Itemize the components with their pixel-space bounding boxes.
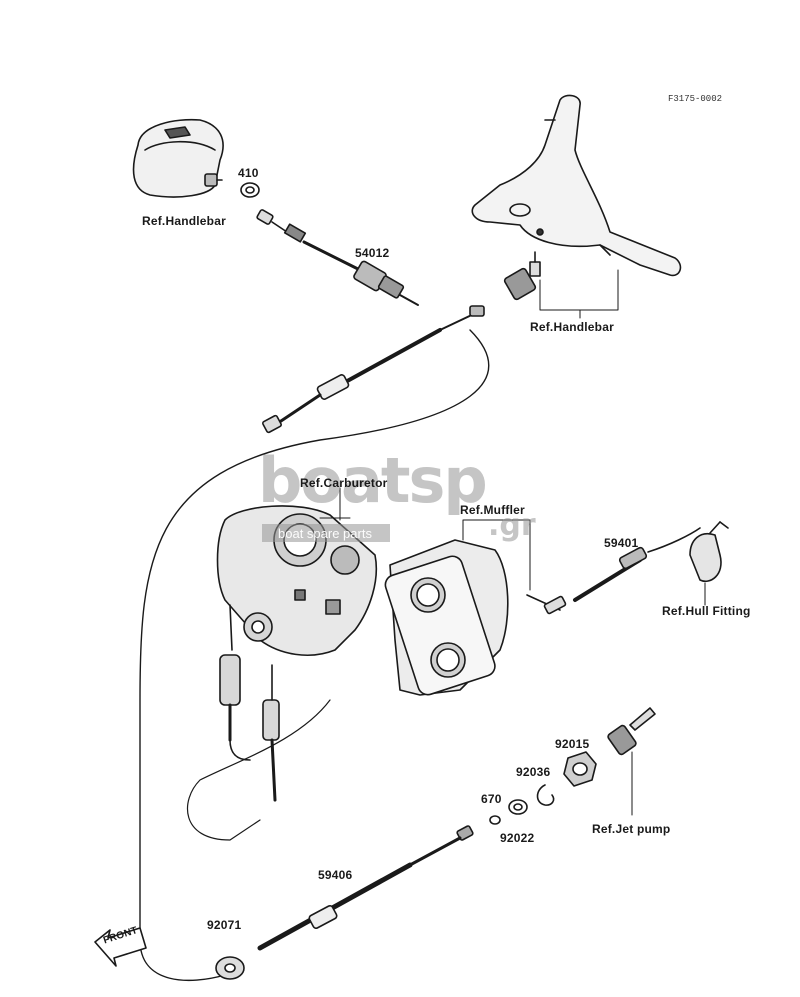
grommet-92071-icon: [215, 956, 245, 980]
handlebar-housing-icon: [132, 118, 224, 198]
watermark-tagline-bar: [262, 524, 390, 542]
leader-handlebar-right: [539, 269, 619, 319]
watermark-tagline: boat spare parts: [278, 526, 372, 541]
cable-59401-icon: [526, 527, 701, 615]
part-number-92071: 92071: [207, 918, 242, 932]
cable-routing-inner: [186, 699, 331, 841]
label-ref-handlebar-left: Ref.Handlebar: [142, 214, 226, 228]
washer-410-icon: [240, 182, 260, 198]
part-number-59406: 59406: [318, 868, 353, 882]
part-number-92015: 92015: [555, 737, 590, 751]
part-number-54012: 54012: [355, 246, 390, 260]
label-ref-carburetor: Ref.Carburetor: [300, 476, 388, 490]
watermark-tld: .gr: [488, 508, 536, 543]
watermark-brand-a: boat: [258, 444, 410, 517]
label-ref-jet-pump: Ref.Jet pump: [592, 822, 671, 836]
part-number-92022: 92022: [500, 831, 535, 845]
cable-routing-outer: [139, 329, 490, 982]
figure-code: F3175-0002: [668, 94, 723, 104]
handlebar-assembly-icon: [471, 94, 682, 277]
label-ref-handlebar-right: Ref.Handlebar: [530, 320, 614, 334]
jet-pump-fitting-icon: [607, 707, 656, 816]
carburetor-cables-icon: [219, 604, 280, 802]
label-ref-muffler: Ref.Muffler: [460, 503, 525, 517]
front-arrow-icon: [94, 927, 147, 967]
washer-92022-icon: [508, 799, 528, 815]
throttle-cable-54012-icon: [256, 209, 419, 306]
watermark-brand-b: sp: [408, 444, 487, 517]
elbow-fitting-icon: [503, 251, 541, 301]
leader-muffler: [462, 519, 531, 591]
circlip-92036-icon: [536, 784, 555, 806]
part-number-59401: 59401: [604, 536, 639, 550]
hex-nut-92015-icon: [563, 751, 597, 787]
cable-upper-run-icon: [262, 305, 485, 434]
part-number-410: 410: [238, 166, 259, 180]
leader-carburetor: [319, 487, 351, 521]
part-number-670: 670: [481, 792, 502, 806]
part-number-92036: 92036: [516, 765, 551, 779]
hull-fitting-icon: [689, 521, 729, 606]
oring-670-icon: [489, 815, 501, 825]
muffler-flange-icon: [384, 539, 509, 696]
watermark-brand: boatsp: [258, 444, 488, 517]
cable-59406-icon: [257, 825, 474, 951]
label-ref-hull-fitting: Ref.Hull Fitting: [662, 604, 751, 618]
